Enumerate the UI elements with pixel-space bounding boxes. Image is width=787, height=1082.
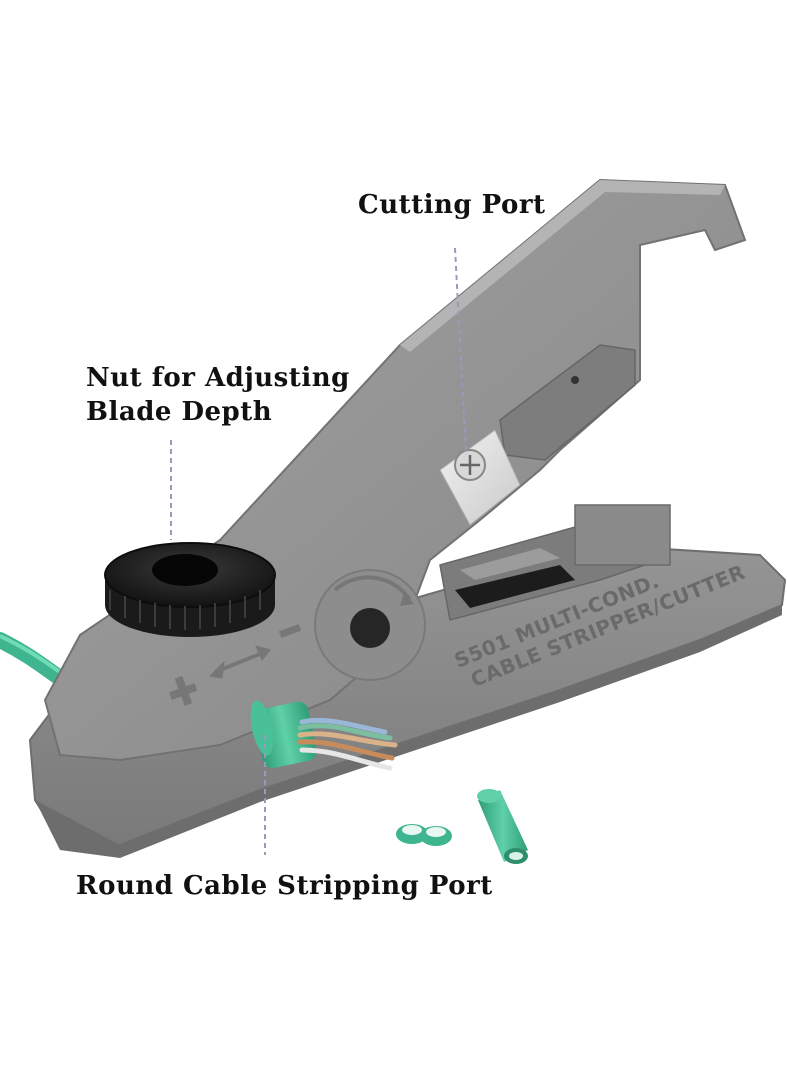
green-cable [0, 632, 68, 686]
round-cable-port-label: Round Cable Stripping Port [76, 871, 493, 901]
nut-label-line2: Blade Depth [86, 397, 273, 427]
cut-cable-pieces [396, 789, 528, 864]
rotate-arrow-icon [314, 569, 426, 681]
cutting-port-label: Cutting Port [358, 190, 546, 220]
blade [439, 429, 521, 526]
nut-label-line1: Nut for Adjusting [86, 363, 350, 393]
cutting-port-leader [454, 247, 467, 456]
nut-label: Nut for Adjusting Blade Depth [86, 361, 350, 429]
plus-minus-arrow-icon [169, 624, 302, 706]
screw-icon [454, 449, 486, 481]
adjusting-nut [104, 542, 276, 637]
stripped-cable [250, 700, 398, 771]
